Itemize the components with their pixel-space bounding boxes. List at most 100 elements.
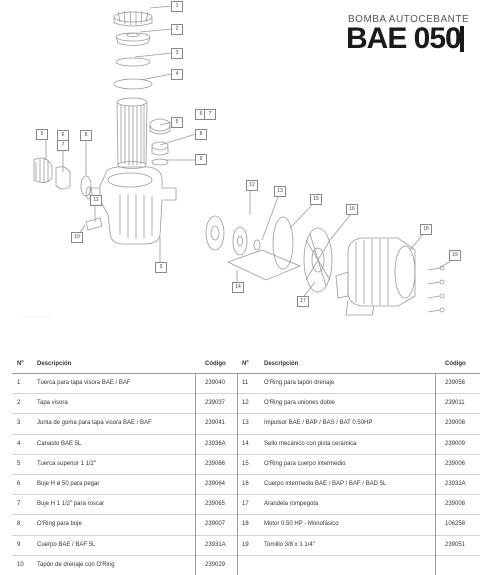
table-row: 1 Tuerca para tapa visora BAE / BAF 2390…: [12, 374, 480, 395]
part-code: 239064: [205, 480, 226, 487]
callout-19: 19: [449, 250, 461, 261]
part-desc: O'Ring para cuerpo intermedio: [264, 460, 346, 467]
part-num: 8: [17, 521, 21, 528]
part-num: 15: [242, 460, 249, 467]
callout-17: 17: [297, 296, 309, 307]
table-row: 7 Buje H 1 1/2" para roscar 239065 17 Ar…: [12, 495, 480, 516]
callout-2: 2: [171, 24, 183, 35]
callout-14: 14: [232, 282, 244, 293]
part-num: 12: [242, 400, 249, 407]
part-desc: Tapón de drenaje con O'Ring: [37, 561, 115, 568]
part-desc: Tornillo 3/8 x 1 1/4": [264, 541, 315, 548]
part-num: 10: [17, 561, 24, 568]
table-row: 4 Canasto BAE 5L 23936A 14 Sello mecánic…: [12, 435, 480, 455]
product-subtitle: BOMBA AUTOCEBANTE: [348, 14, 470, 25]
part-desc: Tuerca para tapa visora BAE / BAF: [37, 380, 131, 386]
callout-10: 10: [71, 232, 83, 243]
exploded-diagram: 1 2 3 4 5 5 6 7 6 7 8 8 9 9 10 11 12 13 …: [22, 1, 461, 319]
callout-15: 15: [310, 194, 322, 205]
part-num: 14: [242, 440, 249, 447]
table-row: 5 Tuerca superior 1 1/2" 239066 15 O'Rin…: [12, 455, 480, 475]
table-row: 10 Tapón de drenaje con O'Ring 239029: [12, 556, 480, 575]
part-num: 16: [242, 480, 249, 487]
part-num: 1: [17, 380, 21, 386]
part-desc: Junta de goma para tapa visora BAE / BAF: [37, 420, 152, 427]
part-num: 18: [242, 521, 249, 528]
part-desc: Canasto BAE 5L: [37, 440, 82, 447]
part-code: 239029: [205, 561, 226, 568]
table-row: 3 Junta de goma para tapa visora BAE / B…: [12, 414, 480, 435]
table-row: 6 Buje H ø 50 para pegar 239064 16 Cuerp…: [12, 475, 480, 496]
callout-7-left: 7: [57, 140, 69, 151]
part-num: 11: [242, 380, 249, 386]
part-code: 239008: [445, 420, 466, 427]
callout-8-left: 8: [80, 130, 92, 141]
part-num: 19: [242, 541, 249, 548]
callout-3: 3: [171, 48, 183, 59]
header: BOMBA AUTOCEBANTE BAE 050: [0, 0, 491, 60]
header-num-left: Nº: [17, 361, 24, 367]
part-code: 239006: [445, 460, 466, 467]
table-row: 2 Tapa visora 239037 12 O'Ring para unio…: [12, 394, 480, 415]
part-code: 239065: [205, 501, 226, 508]
part-desc: Buje H ø 50 para pegar: [37, 480, 100, 487]
part-num: 6: [17, 480, 21, 487]
header-code-left: Código: [205, 361, 226, 367]
part-num: 13: [242, 420, 249, 427]
part-num: 4: [17, 440, 21, 447]
callout-5: 5: [36, 129, 48, 140]
part-code: 239066: [205, 460, 226, 467]
column-divider: [237, 373, 238, 575]
part-code: 239040: [205, 380, 226, 386]
product-model: BAE 050: [346, 22, 462, 55]
part-desc: Motor 0.50 HP - Monofásico: [264, 521, 339, 528]
part-num: 9: [17, 541, 21, 548]
part-num: 3: [17, 420, 21, 427]
column-divider: [435, 373, 436, 575]
part-desc: Tuerca superior 1 1/2": [37, 460, 96, 467]
callout-7: 7: [204, 109, 216, 120]
part-desc: Tapa visora: [37, 400, 68, 407]
table-row: 8 O'Ring para buje 239007 18 Motor 0.50 …: [12, 515, 480, 536]
header-desc-right: Descripción: [264, 361, 299, 367]
callout-1: 1: [171, 1, 183, 12]
part-num: 7: [17, 501, 21, 508]
model-accent-bar: [460, 26, 464, 52]
part-num: 17: [242, 501, 249, 508]
callout-5-right: 5: [171, 117, 183, 128]
callout-9-bottom: 9: [155, 262, 167, 273]
part-desc: O'Ring para uniones doble: [264, 400, 335, 407]
part-desc: O'Ring para tapón drenaje: [264, 380, 335, 386]
table-header: Nº Descripción Código Nº Descripción Cód…: [12, 356, 480, 374]
column-divider: [195, 373, 196, 575]
part-desc: Impulsor BAE / BAP / BAS / BAT 0.50HP: [264, 420, 373, 427]
header-desc-left: Descripción: [37, 361, 72, 367]
part-code: 23936A: [205, 440, 226, 447]
callout-4: 4: [171, 69, 183, 80]
part-code: 239037: [205, 400, 226, 407]
callout-11: 11: [90, 195, 102, 206]
header-num-right: Nº: [242, 361, 249, 367]
callout-18: 18: [420, 224, 432, 235]
part-num: 5: [17, 460, 21, 467]
callout-8: 8: [195, 129, 207, 140]
table-row: 9 Cuerpo BAE / BAF 5L 23931A 19 Tornillo…: [12, 536, 480, 556]
part-desc: Sello mecánico con pista cerámica: [264, 440, 357, 447]
part-code: 239056: [445, 380, 466, 386]
part-desc: O'Ring para buje: [37, 521, 82, 528]
part-code: 239009: [445, 440, 466, 447]
callout-16: 16: [346, 204, 358, 215]
diagram-footnote: ············: [22, 314, 50, 319]
callout-12: 12: [246, 180, 258, 191]
part-code: 239007: [205, 521, 226, 528]
part-desc: Cuerpo BAE / BAF 5L: [37, 541, 96, 548]
header-code-right: Código: [445, 361, 466, 367]
exploded-diagram-drawing: [33, 5, 456, 316]
part-code: 239011: [445, 400, 465, 407]
callout-13: 13: [274, 186, 286, 197]
part-code: 23932A: [445, 480, 466, 487]
part-desc: Cuerpo intermedio BAE / BAP / BAF / BAD …: [264, 480, 387, 487]
part-code: 106258: [445, 521, 466, 528]
part-num: 2: [17, 400, 21, 407]
part-code: 239008: [445, 501, 466, 508]
